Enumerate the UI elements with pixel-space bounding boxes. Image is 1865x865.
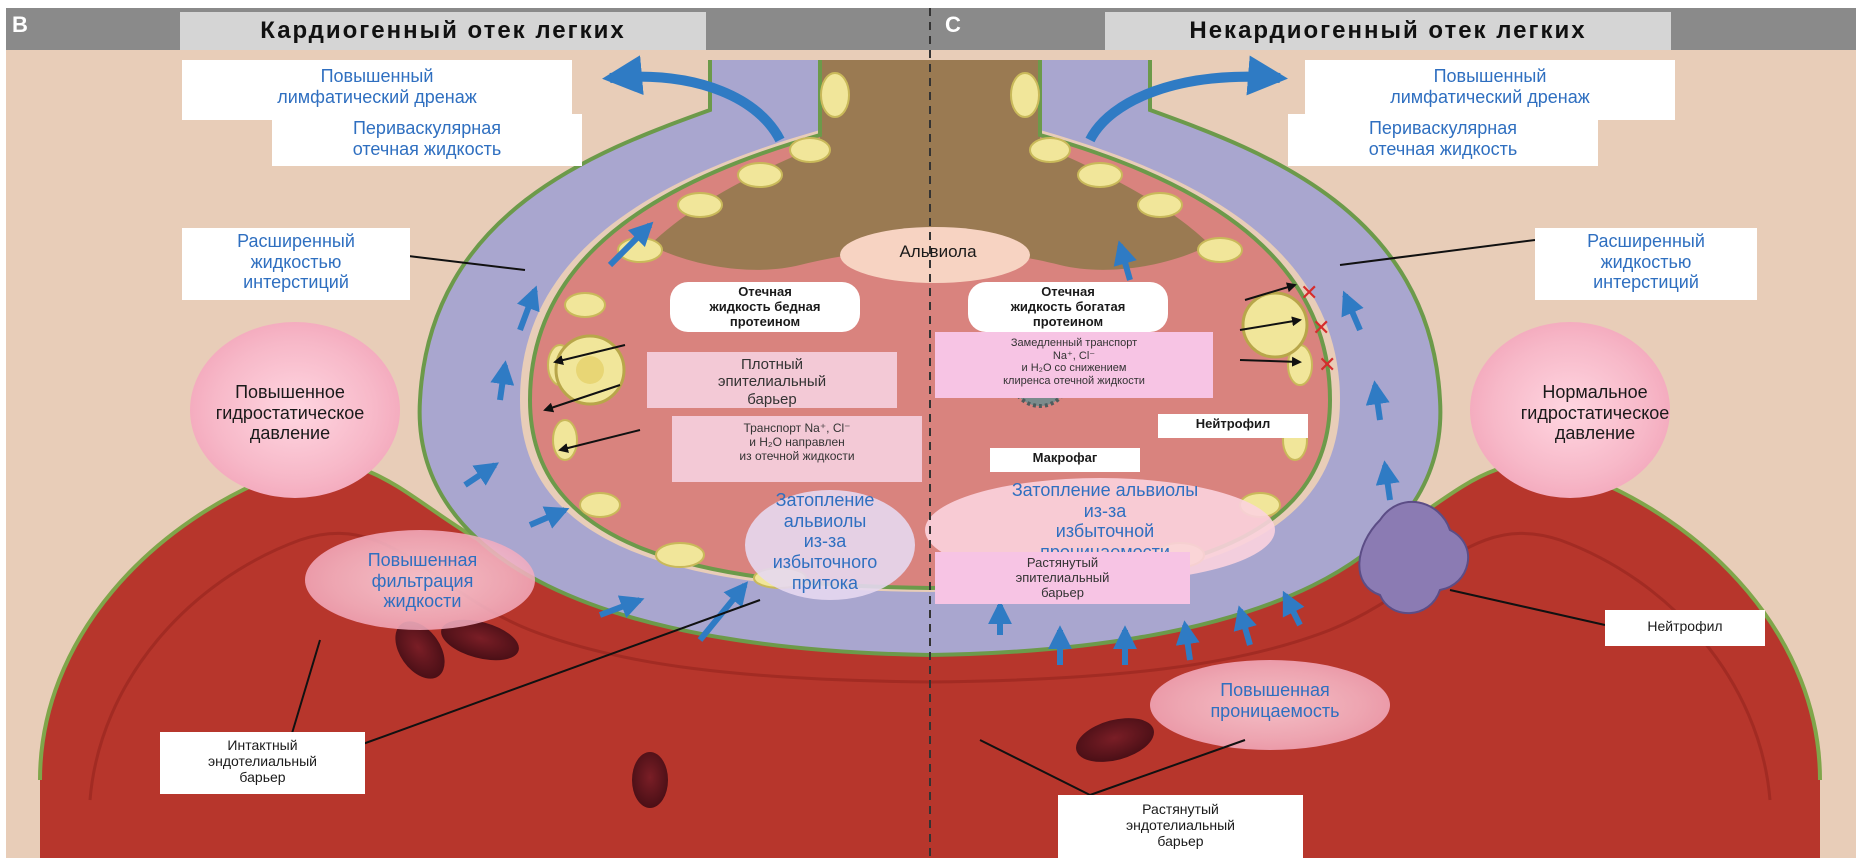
panel-title-left: Кардиогенный отек легких <box>180 12 706 50</box>
panel-letter-left: B <box>12 12 28 38</box>
label-slowed-transport: Замедленный транспорт Na⁺, Cl⁻ и H₂O со … <box>935 332 1213 398</box>
label-tight-barrier: Плотный эпителиальный барьер <box>647 352 897 408</box>
label-transport-left: Транспорт Na⁺, Cl⁻ и H₂O направлен из от… <box>672 416 922 482</box>
label-stretched-endothelial: Растянутый эндотелиальный барьер <box>1058 795 1303 859</box>
label-perivascular-left: Периваскулярная отечная жидкость <box>272 114 582 166</box>
label-lymph-drainage-left: Повышенный лимфатический дренаж <box>182 60 572 120</box>
panel-title-right: Некардиогенный отек легких <box>1105 12 1671 50</box>
label-lymph-drainage-right: Повышенный лимфатический дренаж <box>1305 60 1675 120</box>
label-intact-barrier: Интактный эндотелиальный барьер <box>160 732 365 794</box>
svg-text:✕: ✕ <box>1312 316 1330 341</box>
label-protein-poor-fluid: Отечная жидкость бедная протеином <box>670 282 860 332</box>
label-normal-pressure: Нормальное гидростатическое давление <box>1460 382 1730 458</box>
label-interstitium-right: Расширенный жидкостью интерстиций <box>1535 228 1757 300</box>
label-stretched-epithelial: Растянутый эпителиальный барьер <box>935 552 1190 604</box>
label-protein-rich-fluid: Отечная жидкость богатая протеином <box>968 282 1168 332</box>
svg-text:✕: ✕ <box>1318 353 1336 378</box>
label-flooding-left: Затопление альвиолы из-за избыточного пр… <box>725 490 925 600</box>
panel-letter-right: C <box>945 12 961 38</box>
label-alveola: Альвиола <box>858 242 1018 270</box>
label-neutrophil-outer: Нейтрофил <box>1605 610 1765 646</box>
label-permeability: Повышенная проницаемость <box>1160 680 1390 736</box>
label-neutrophil-inner: Нейтрофил <box>1158 414 1308 438</box>
label-macrophage: Макрофаг <box>990 448 1140 472</box>
label-hydrostatic-left: Повышенное гидростатическое давление <box>155 382 425 458</box>
label-interstitium-left: Расширенный жидкостью интерстиций <box>182 228 410 300</box>
svg-text:✕: ✕ <box>1300 281 1318 306</box>
label-filtration: Повышенная фильтрация жидкости <box>320 550 525 622</box>
label-perivascular-right: Периваскулярная отечная жидкость <box>1288 114 1598 166</box>
